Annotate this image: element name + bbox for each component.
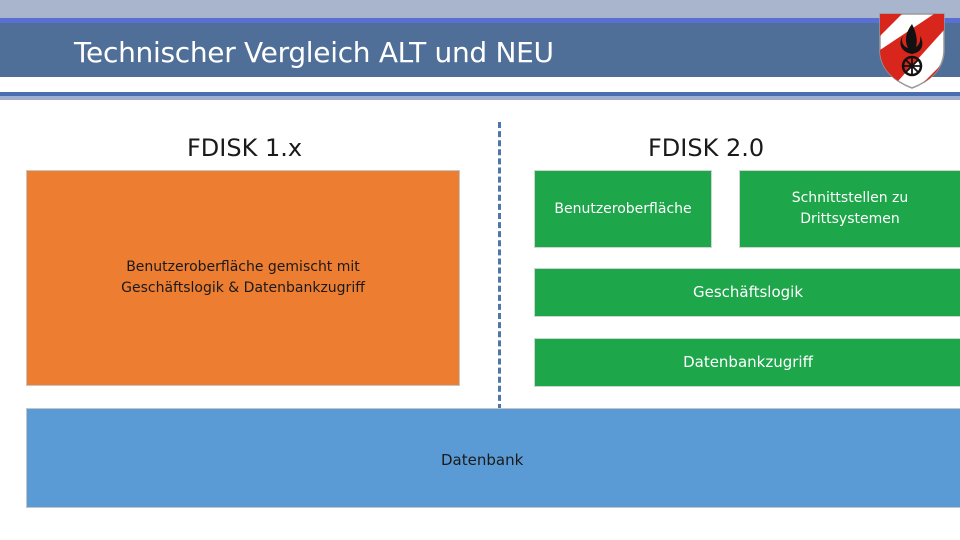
ui-label: Benutzeroberfläche [554,200,692,217]
interfaces-label: Schnittstellen zu Drittsystemen [791,190,909,227]
title-band [0,23,960,77]
database-box: Datenbank [26,408,960,508]
db-access-box: Datenbankzugriff [534,338,960,387]
ui-box: Benutzeroberfläche [534,170,712,248]
legacy-combined-label: Benutzeroberfläche gemischt mit Geschäft… [121,259,365,296]
heading-fdisk-2-0: FDISK 2.0 [648,134,765,162]
legacy-combined-box: Benutzeroberfläche gemischt mit Geschäft… [26,170,460,386]
fire-department-shield-icon [879,13,945,89]
db-access-label: Datenbankzugriff [683,353,813,371]
header-stripe-bottom-light [0,96,960,100]
header-stripe-top [0,0,960,18]
header-stripe-bottom [0,92,960,96]
page-title: Technischer Vergleich ALT und NEU [74,36,554,69]
header-stripe-accent [0,18,960,23]
business-logic-label: Geschäftslogik [692,283,804,301]
database-label: Datenbank [441,451,524,469]
dashed-divider [498,122,501,410]
interfaces-box: Schnittstellen zu Drittsystemen [739,170,960,248]
heading-fdisk-1x: FDISK 1.x [187,134,303,162]
business-logic-box: Geschäftslogik [534,268,960,317]
